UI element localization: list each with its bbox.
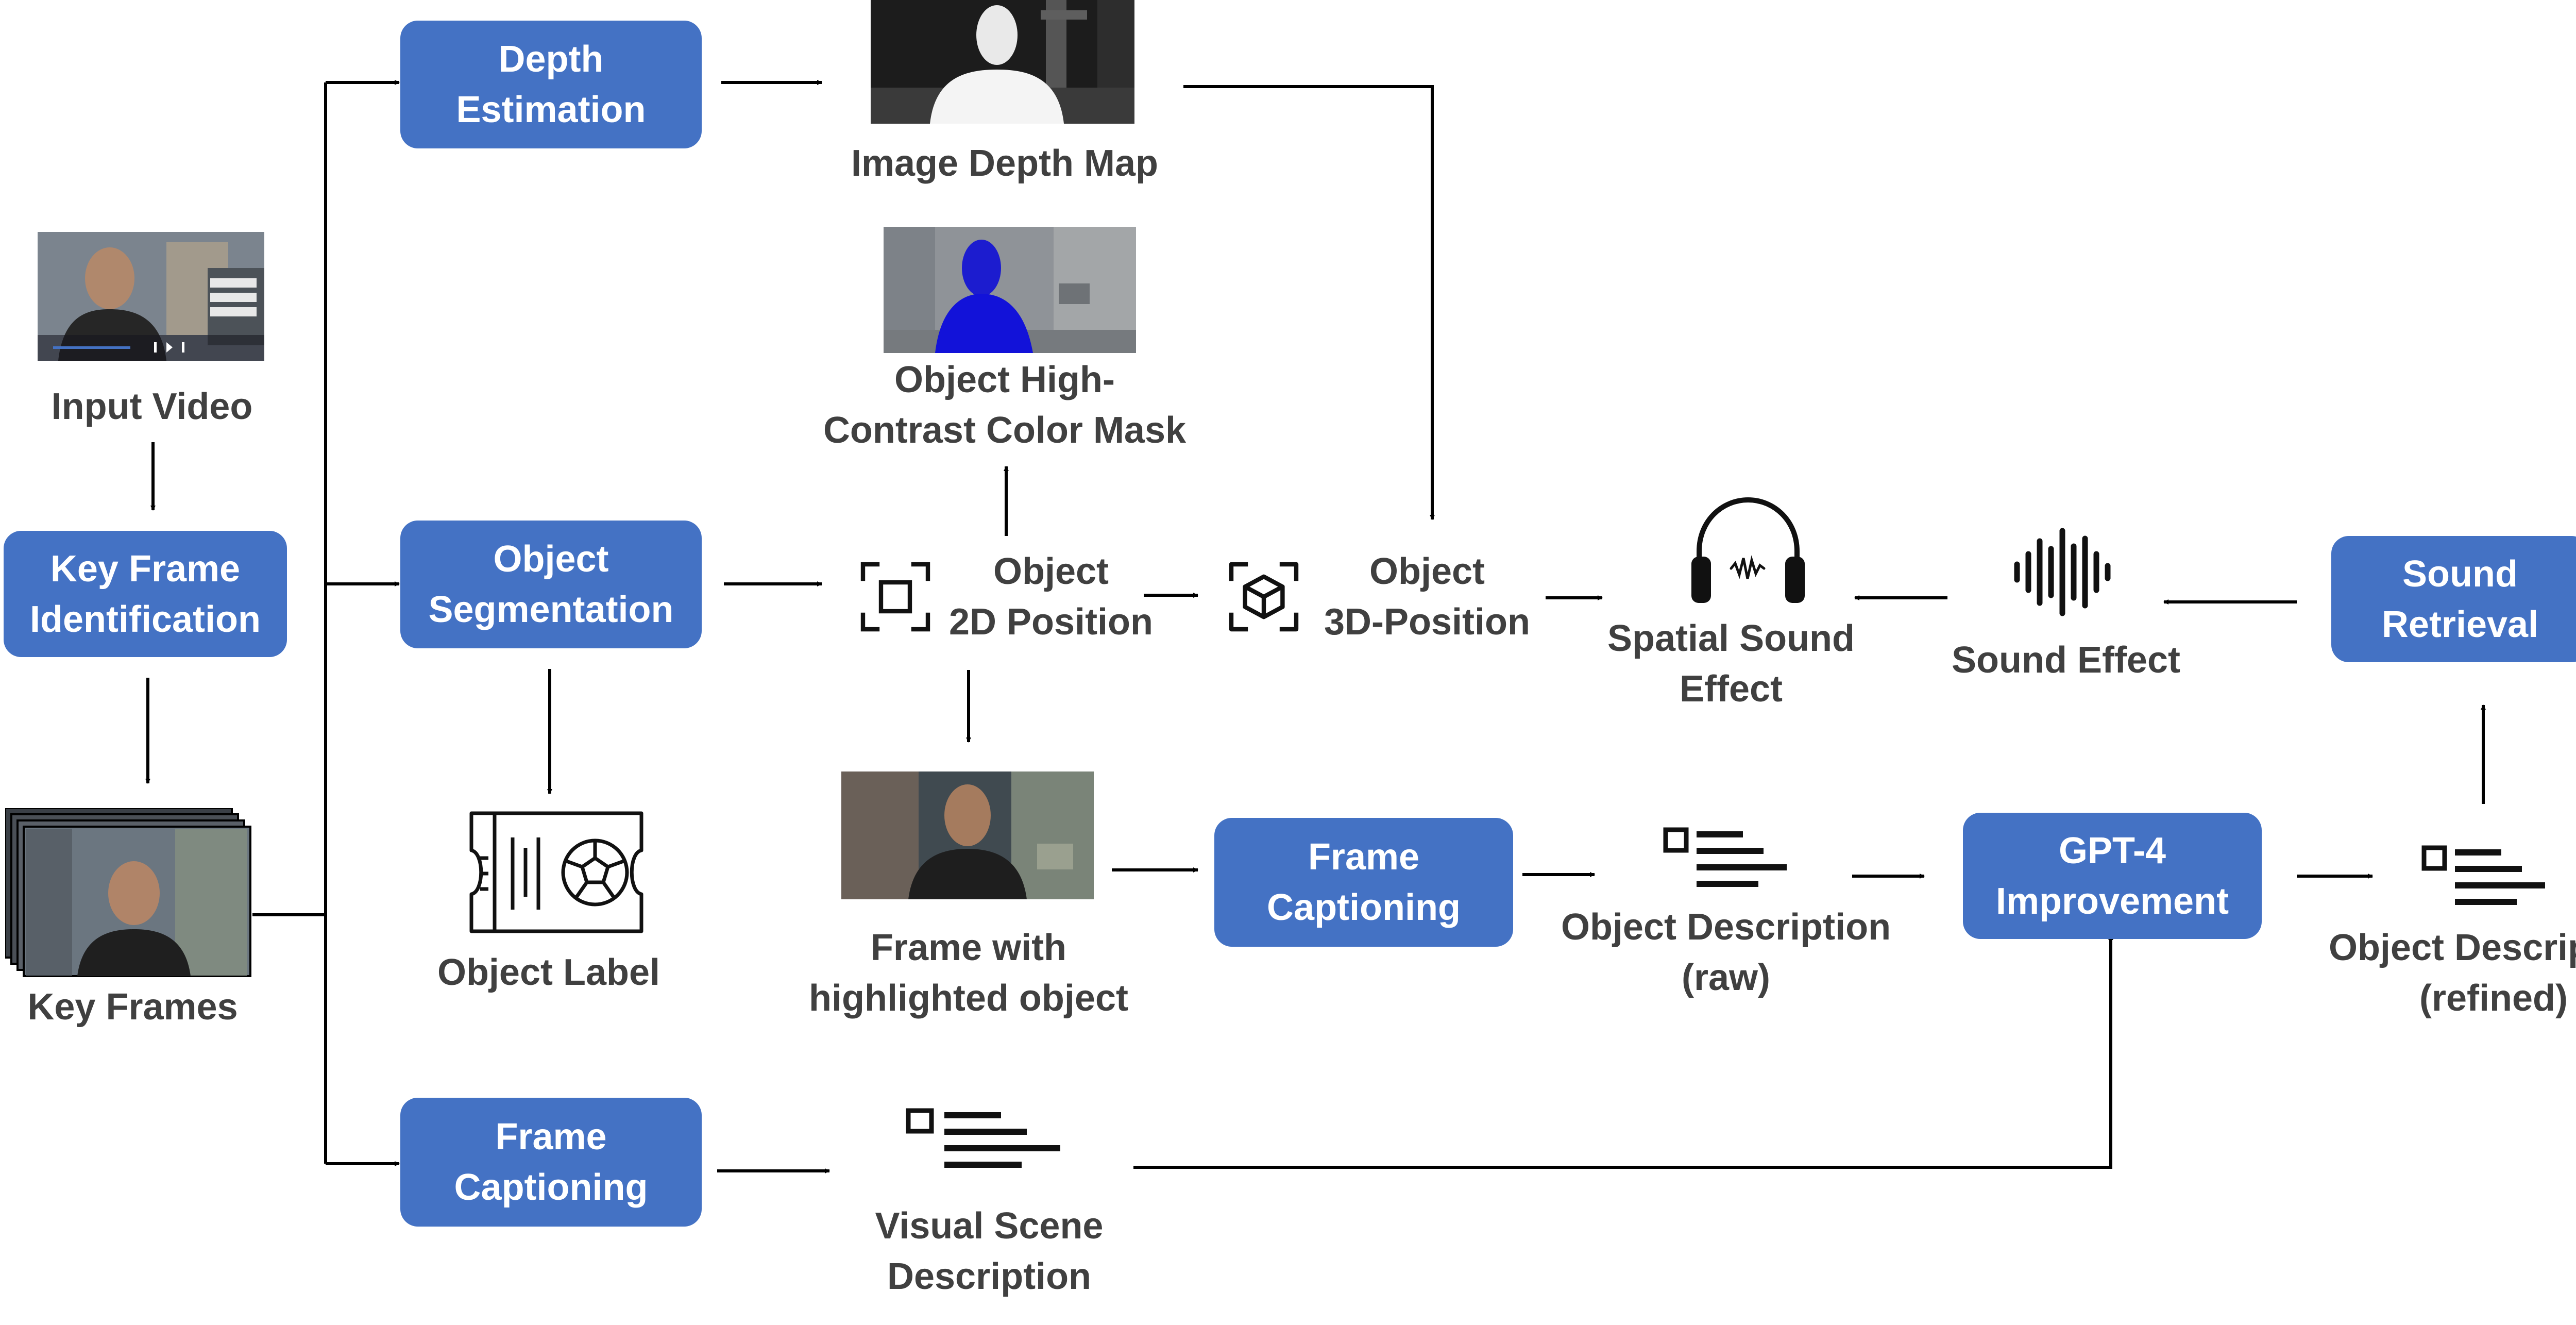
headphones-icon xyxy=(1684,492,1812,611)
image-depth-map-label: Image Depth Map xyxy=(851,143,1159,184)
document-lines-icon xyxy=(2421,845,2550,912)
document-lines-icon xyxy=(1663,827,1792,894)
input-video-label: Input Video xyxy=(51,386,253,427)
input-video-thumbnail xyxy=(38,232,264,361)
document-lines-icon xyxy=(906,1108,1065,1175)
sound-effect-label: Sound Effect xyxy=(1952,640,2180,681)
square-focus-icon xyxy=(859,561,931,633)
object-2d-position-label: Object 2D Position xyxy=(948,551,1154,643)
arrow-map-to-3d xyxy=(1183,85,1435,520)
depth-estimation-box: Depth Estimation xyxy=(400,21,702,148)
object-description-raw-label: Object Description (raw) xyxy=(1561,907,1891,998)
key-frames-stack xyxy=(5,808,252,978)
sound-wave-icon xyxy=(2007,526,2120,618)
cube-focus-icon xyxy=(1228,561,1300,633)
object-segmentation-box: Object Segmentation xyxy=(400,521,702,648)
object-mask-image xyxy=(884,227,1136,353)
key-frames-label: Key Frames xyxy=(27,986,238,1028)
arrow-scene-to-gpt4 xyxy=(1133,935,2113,1169)
gpt4-improvement-box: GPT-4 Improvement xyxy=(1963,813,2262,939)
object-3d-position-label: Object 3D-Position xyxy=(1324,551,1530,643)
frame-captioning-box: Frame Captioning xyxy=(400,1098,702,1227)
trunk-line xyxy=(252,82,327,1164)
frame-highlighted-label: Frame with highlighted object xyxy=(809,927,1128,1019)
object-label-text: Object Label xyxy=(437,952,660,993)
spatial-sound-effect-label: Spatial Sound Effect xyxy=(1607,618,1855,710)
highlighted-frame-image xyxy=(841,771,1094,899)
label-card-icon xyxy=(459,809,654,935)
visual-scene-description-label: Visual Scene Description xyxy=(875,1205,1104,1297)
object-description-refined-label: Object Description (refined) xyxy=(2328,927,2576,1019)
depth-map-image xyxy=(871,0,1134,124)
sound-retrieval-box: Sound Retrieval xyxy=(2331,536,2576,662)
frame-captioning-box: Frame Captioning xyxy=(1214,818,1513,947)
key-frame-identification-box: Key Frame Identification xyxy=(4,531,287,657)
object-mask-label: Object High- Contrast Color Mask xyxy=(823,359,1187,451)
